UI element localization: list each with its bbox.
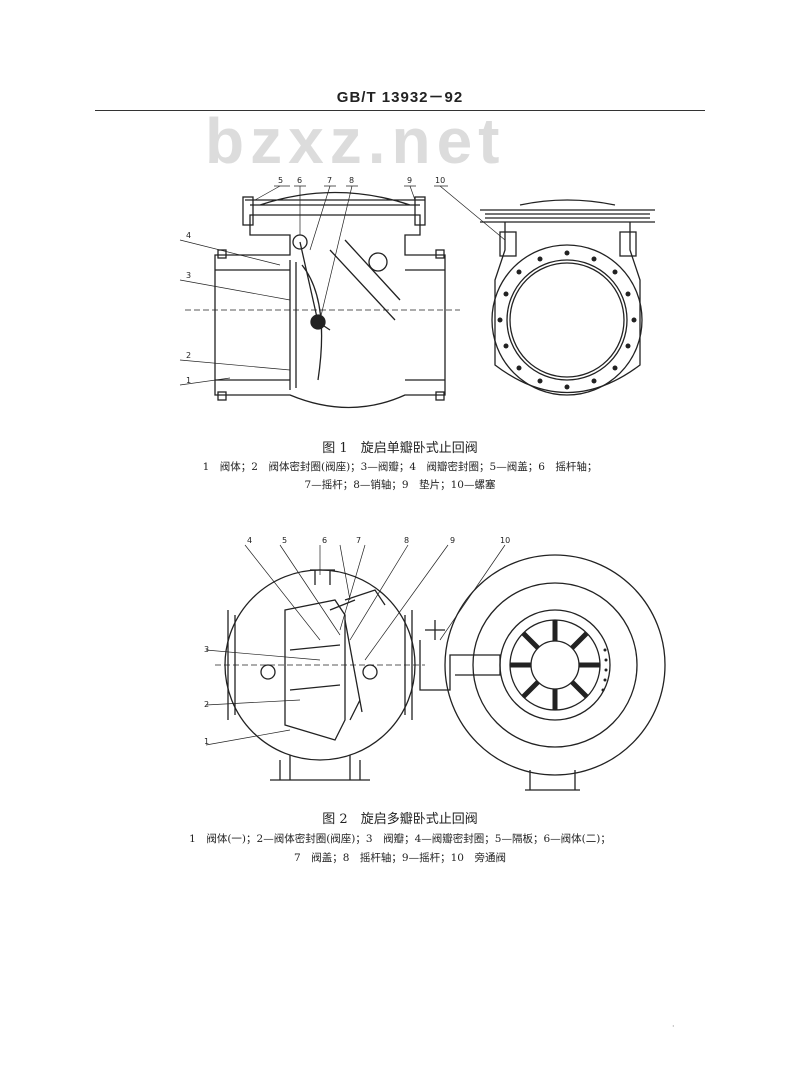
- fig2-label-9: 9: [450, 536, 455, 545]
- figure2-legend-line2: 7 阀盖；8 摇杆轴；9—摇杆；10 旁通阀: [294, 852, 506, 864]
- fig1-label-10: 10: [435, 176, 445, 185]
- watermark: bzxz.net: [205, 105, 506, 177]
- fig2-label-1: 1: [204, 737, 209, 746]
- fig2-label-10: 10: [500, 536, 510, 545]
- fig2-label-6: 6: [322, 536, 327, 545]
- fig1-label-4: 4: [186, 231, 191, 240]
- fig1-label-5: 5: [278, 176, 283, 185]
- figure1-legend-line2: 7—摇杆；8—销轴；9 垫片；10—螺塞: [304, 479, 496, 491]
- fig2-label-8: 8: [404, 536, 409, 545]
- fig1-label-6: 6: [297, 176, 302, 185]
- figure1-legend-line1: 1 阀体；2 阀体密封圈(阀座)；3—阀瓣；4 阀瓣密封圈；5—阀盖；6 摇杆轴…: [202, 461, 598, 473]
- fig2-label-4: 4: [247, 536, 252, 545]
- fig2-label-2: 2: [204, 700, 209, 709]
- fig1-label-3: 3: [186, 271, 191, 280]
- fig1-label-9: 9: [407, 176, 412, 185]
- figure1-caption: 图 1 旋启单瓣卧式止回阀: [322, 441, 478, 456]
- fig1-label-1: 1: [186, 376, 191, 385]
- fig1-label-2: 2: [186, 351, 191, 360]
- fig2-label-5: 5: [282, 536, 287, 545]
- figure2-legend-line1: 1 阀体(一)；2—阀体密封圈(阀座)；3 阀瓣；4—阀瓣密封圈；5—隔板；6—…: [189, 833, 611, 845]
- footer-mark: ·: [672, 1022, 675, 1031]
- standard-number-header: GB/T 13932－92: [336, 89, 464, 106]
- fig1-label-8: 8: [349, 176, 354, 185]
- fig2-label-7: 7: [356, 536, 361, 545]
- fig1-label-7: 7: [327, 176, 332, 185]
- header-rule: [95, 110, 705, 111]
- figure2-caption: 图 2 旋启多瓣卧式止回阀: [322, 812, 478, 827]
- fig2-label-3: 3: [204, 645, 209, 654]
